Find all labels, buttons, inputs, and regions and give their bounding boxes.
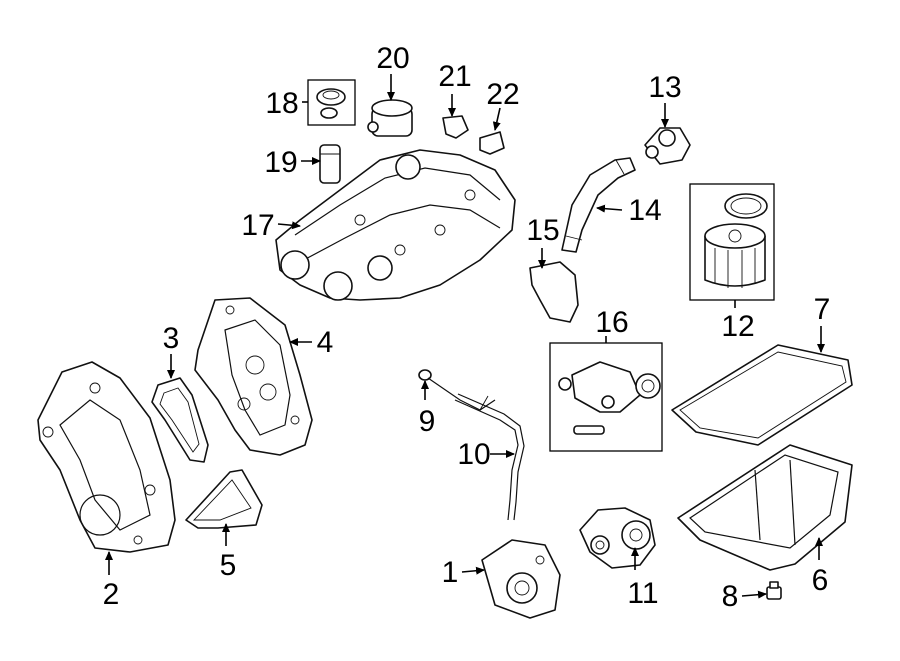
leader-8 — [741, 590, 767, 599]
callout-3: 3 — [163, 322, 180, 355]
callout-4: 4 — [317, 326, 334, 359]
callout-10: 10 — [457, 438, 490, 471]
leader-1 — [461, 566, 485, 575]
part-18-filler-cap[interactable] — [316, 88, 346, 119]
part-14-tube[interactable] — [561, 157, 636, 253]
callout-15: 15 — [526, 214, 559, 247]
part-16-oil-cooler[interactable] — [558, 361, 661, 435]
part-21-sensor[interactable] — [442, 115, 469, 139]
callout-22: 22 — [486, 78, 519, 111]
part-3-gasket[interactable] — [151, 377, 209, 463]
callout-14: 14 — [628, 194, 661, 227]
leader-lines — [105, 74, 825, 599]
callout-2: 2 — [103, 578, 120, 611]
part-10-dipstick-tube[interactable] — [454, 393, 525, 521]
callout-21: 21 — [438, 60, 471, 93]
callout-7: 7 — [814, 293, 831, 326]
part-2-timing-cover[interactable] — [37, 361, 176, 553]
callout-11: 11 — [627, 577, 658, 610]
part-7-pan-gasket[interactable] — [671, 344, 853, 446]
part-1-oil-pump[interactable] — [481, 539, 561, 619]
part-17-intake-manifold[interactable] — [275, 149, 516, 301]
callout-labels: 1 2 3 4 5 6 7 8 9 10 11 12 13 14 15 16 1… — [103, 42, 831, 613]
part-4-front-plate[interactable] — [194, 297, 313, 456]
part-22-bracket[interactable] — [479, 131, 505, 155]
part-19-breather[interactable] — [319, 144, 341, 184]
part-11-water-pump[interactable] — [579, 507, 656, 569]
leader-22 — [492, 107, 501, 131]
callout-16: 16 — [595, 306, 628, 339]
callout-20: 20 — [376, 42, 409, 75]
callout-18: 18 — [265, 87, 298, 120]
part-12-oil-filter[interactable] — [704, 193, 768, 288]
callout-6: 6 — [812, 564, 829, 597]
leader-14 — [596, 204, 623, 213]
callout-13: 13 — [648, 71, 681, 104]
part-13-elbow[interactable] — [644, 127, 691, 165]
part-20-throttle-body[interactable] — [367, 99, 413, 137]
callout-5: 5 — [220, 549, 237, 582]
part-5-belt[interactable] — [185, 469, 263, 529]
part-6-oil-pan[interactable] — [677, 444, 853, 571]
leader-17 — [277, 221, 301, 230]
callout-19: 19 — [264, 146, 297, 179]
callout-17: 17 — [241, 209, 274, 242]
part-15-shield[interactable] — [529, 261, 579, 323]
callout-8: 8 — [722, 580, 739, 613]
callout-1: 1 — [442, 556, 459, 589]
callout-9: 9 — [419, 405, 436, 438]
part-12-frame — [689, 183, 775, 301]
part-8-drain-plug[interactable] — [766, 581, 782, 600]
callout-12: 12 — [721, 310, 754, 343]
part-9-dipstick[interactable] — [418, 369, 496, 411]
